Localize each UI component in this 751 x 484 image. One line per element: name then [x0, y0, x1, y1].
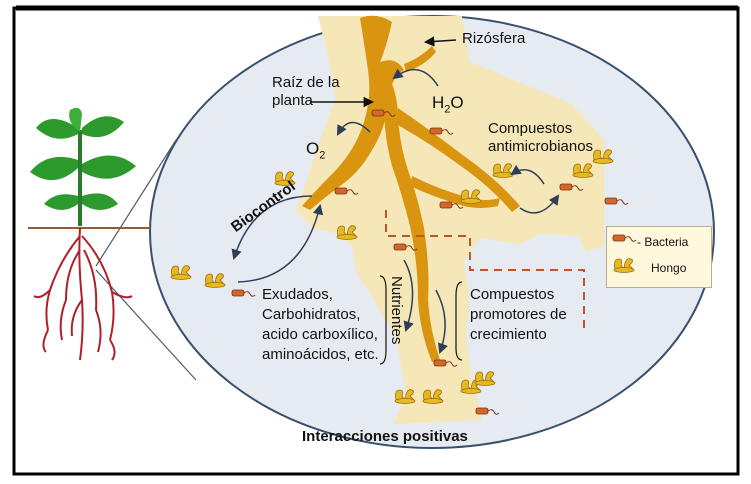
legend-box: - Bacteria Hongo: [606, 226, 712, 288]
label-promotores-line3: crecimiento: [470, 326, 547, 344]
label-h2o: H2O: [432, 94, 464, 118]
label-exudados-line3: acido carboxílico,: [262, 326, 378, 344]
legend-fungus-icon: [614, 259, 634, 273]
label-exudados-line4: aminoácidos, etc.: [262, 346, 379, 364]
label-antimicrobianos-line2: antimicrobianos: [488, 138, 593, 156]
legend-bacteria-icon: [613, 235, 636, 241]
label-raiz-line1: Raíz de la: [272, 74, 340, 92]
label-promotores-line1: Compuestos: [470, 286, 554, 304]
label-exudados-line1: Exudados,: [262, 286, 333, 304]
legend-hongo-label: Hongo: [651, 261, 686, 275]
diagram-title: Interacciones positivas: [302, 428, 468, 446]
label-o2: O2: [306, 140, 325, 164]
legend-bacteria-label: - Bacteria: [637, 235, 688, 249]
label-antimicrobianos-line1: Compuestos: [488, 120, 572, 138]
label-exudados-line2: Carbohidratos,: [262, 306, 360, 324]
label-raiz-line2: planta: [272, 92, 313, 110]
label-rizosfera: Rizósfera: [462, 30, 525, 48]
label-nutrientes: Nutrientes: [388, 276, 405, 344]
label-promotores-line2: promotores de: [470, 306, 567, 324]
